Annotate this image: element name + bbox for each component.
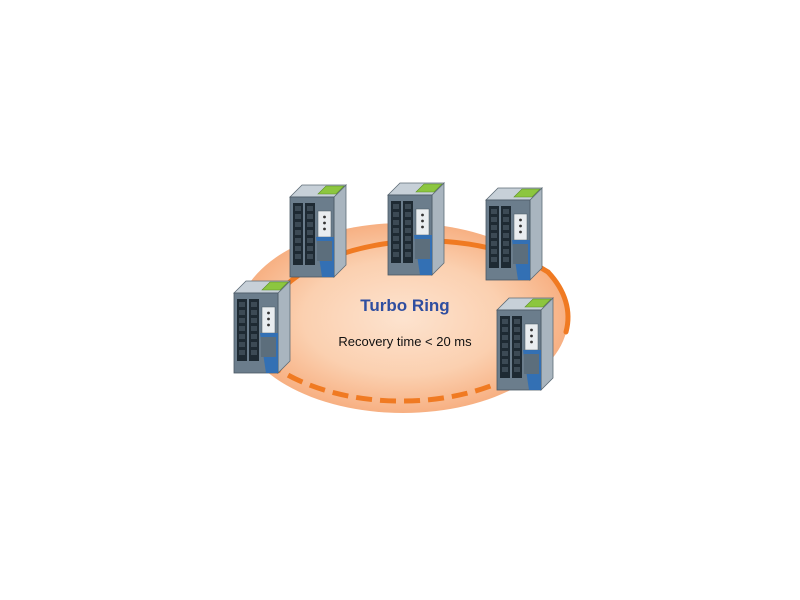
switch-top-left-ethernet-switch-icon: [289, 184, 347, 278]
ring-link-backup: [266, 360, 507, 404]
ring-link-primary-right: [545, 269, 571, 335]
switch-top-center-ethernet-switch-icon: [387, 182, 445, 276]
ring-subtitle: Recovery time < 20 ms: [338, 334, 472, 349]
switch-top-right-ethernet-switch-icon: [485, 187, 543, 281]
switch-left-ethernet-switch-icon: [233, 280, 291, 374]
switch-right-ethernet-switch-icon: [496, 297, 554, 391]
ring-title: Turbo Ring: [360, 296, 449, 315]
